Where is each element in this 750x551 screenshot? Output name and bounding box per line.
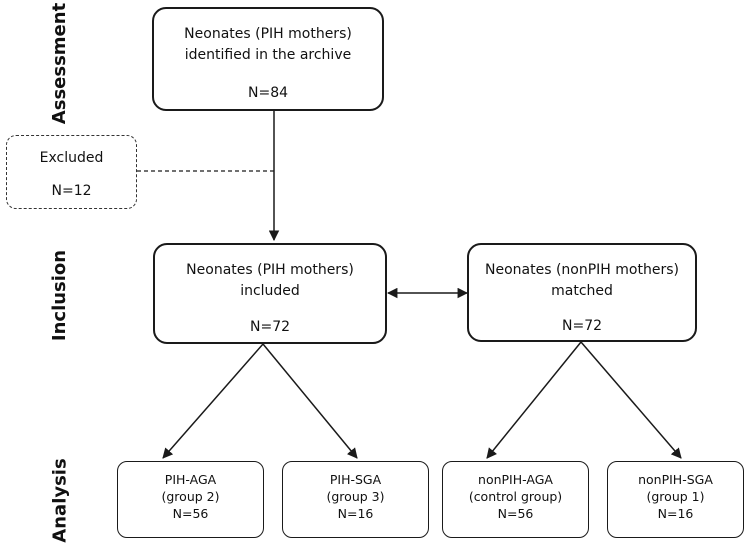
box-nonpih-matched-line1: Neonates (nonPIH mothers) bbox=[485, 262, 679, 278]
box-excluded: Excluded N=12 bbox=[6, 135, 137, 209]
arrow-to-nonpih-sga bbox=[580, 341, 682, 459]
box-pih-sga-count: N=16 bbox=[337, 506, 374, 521]
box-identified: Neonates (PIH mothers) identified in the… bbox=[152, 7, 384, 111]
box-nonpih-aga-count: N=56 bbox=[497, 506, 534, 521]
box-pih-aga-line2: (group 2) bbox=[161, 489, 220, 504]
box-identified-count: N=84 bbox=[247, 85, 289, 101]
box-pih-sga-line1: PIH-SGA bbox=[329, 472, 382, 487]
box-pih-aga-count: N=56 bbox=[172, 506, 209, 521]
box-excluded-label: Excluded bbox=[39, 150, 104, 166]
box-nonpih-matched-count: N=72 bbox=[561, 318, 603, 334]
box-identified-line1: Neonates (PIH mothers) bbox=[184, 26, 352, 42]
arrow-to-nonpih-aga bbox=[486, 341, 582, 459]
box-pih-included-line2: included bbox=[240, 283, 300, 299]
arrow-to-pih-sga bbox=[262, 343, 358, 459]
box-pih-included: Neonates (PIH mothers) included N=72 bbox=[153, 243, 387, 344]
box-identified-line2: identified in the archive bbox=[184, 47, 352, 63]
arrow-to-pih-aga bbox=[162, 343, 264, 459]
box-pih-aga-line1: PIH-AGA bbox=[164, 472, 217, 487]
box-excluded-count: N=12 bbox=[51, 183, 92, 199]
box-nonpih-sga: nonPIH-SGA (group 1) N=16 bbox=[607, 461, 744, 538]
box-nonpih-sga-count: N=16 bbox=[657, 506, 694, 521]
box-nonpih-matched-line2: matched bbox=[551, 283, 613, 299]
box-pih-aga: PIH-AGA (group 2) N=56 bbox=[117, 461, 264, 538]
box-nonpih-sga-line1: nonPIH-SGA bbox=[638, 472, 713, 487]
box-pih-sga: PIH-SGA (group 3) N=16 bbox=[282, 461, 429, 538]
box-pih-sga-line2: (group 3) bbox=[326, 489, 385, 504]
box-pih-included-count: N=72 bbox=[249, 319, 291, 335]
box-nonpih-aga-line2: (control group) bbox=[468, 489, 563, 504]
box-pih-included-line1: Neonates (PIH mothers) bbox=[186, 262, 354, 278]
box-nonpih-aga: nonPIH-AGA (control group) N=56 bbox=[442, 461, 589, 538]
box-nonpih-matched: Neonates (nonPIH mothers) matched N=72 bbox=[467, 243, 697, 342]
box-nonpih-sga-line2: (group 1) bbox=[646, 489, 705, 504]
box-nonpih-aga-line1: nonPIH-AGA bbox=[478, 472, 553, 487]
